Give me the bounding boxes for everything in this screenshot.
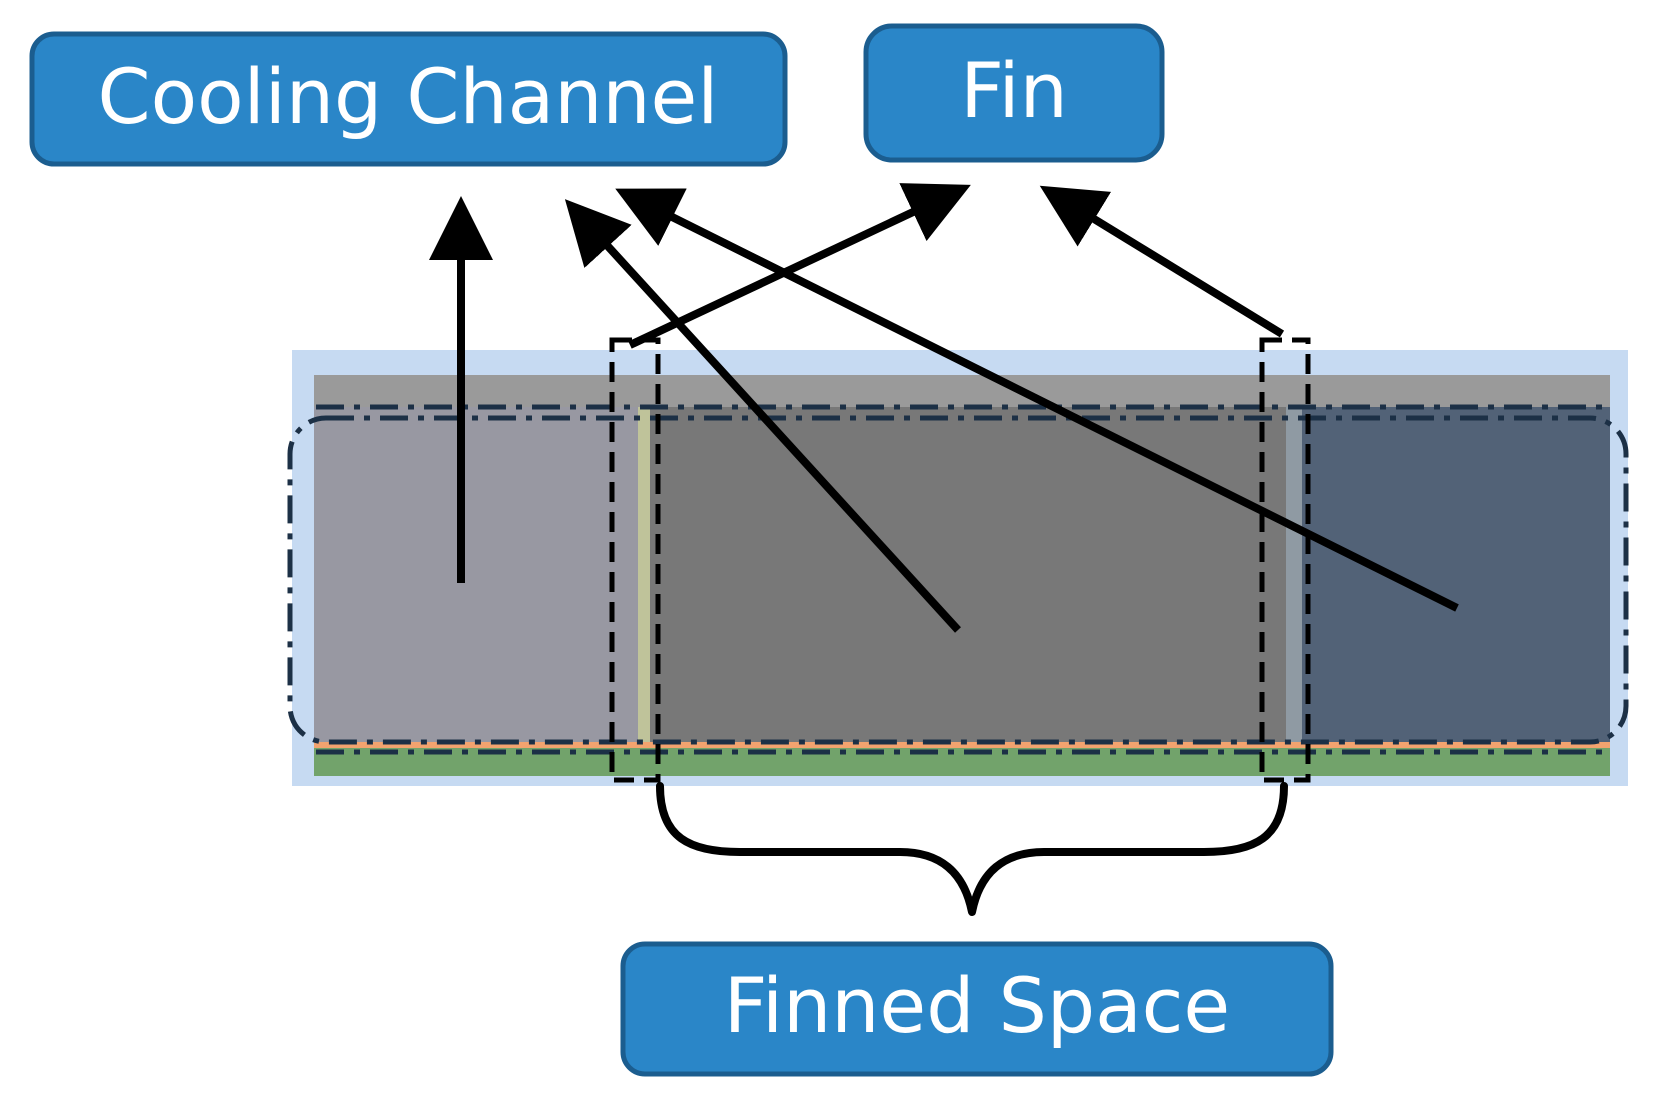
finned-space-label-box <box>620 941 1334 1077</box>
fin-label-text: Fin <box>960 46 1067 135</box>
finned-space-label: Finned Space <box>620 941 1334 1077</box>
middle-channel-arrow <box>564 199 961 633</box>
cooling-channel-label: Cooling Channel <box>29 31 788 167</box>
fin-label-box <box>863 23 1165 163</box>
right-channel-arrow <box>615 188 1459 612</box>
cross-section <box>287 337 1629 786</box>
right-fin-arrow <box>1039 185 1285 338</box>
left-fin-wall <box>638 407 650 742</box>
bottom-plate <box>314 748 1610 776</box>
cooling-channel-label-text: Cooling Channel <box>98 52 719 141</box>
fin-label: Fin <box>863 23 1165 163</box>
finned-space-brace <box>656 782 1288 916</box>
right-fin-wall <box>1286 407 1302 742</box>
top-plate <box>314 375 1610 407</box>
left-fin-arrow <box>628 183 971 349</box>
channel-enclosure-outline <box>287 415 1629 745</box>
arrows <box>429 183 1459 633</box>
left-fin-outline <box>609 337 661 783</box>
right-cooling-channel <box>1302 407 1610 742</box>
interface-layer <box>314 742 1610 748</box>
right-fin-outline <box>1259 337 1311 783</box>
left-cooling-channel <box>314 407 638 742</box>
finned-space-label-text: Finned Space <box>724 961 1230 1050</box>
middle-cooling-channel <box>650 407 1286 742</box>
cooling-channel-label-box <box>29 31 788 167</box>
